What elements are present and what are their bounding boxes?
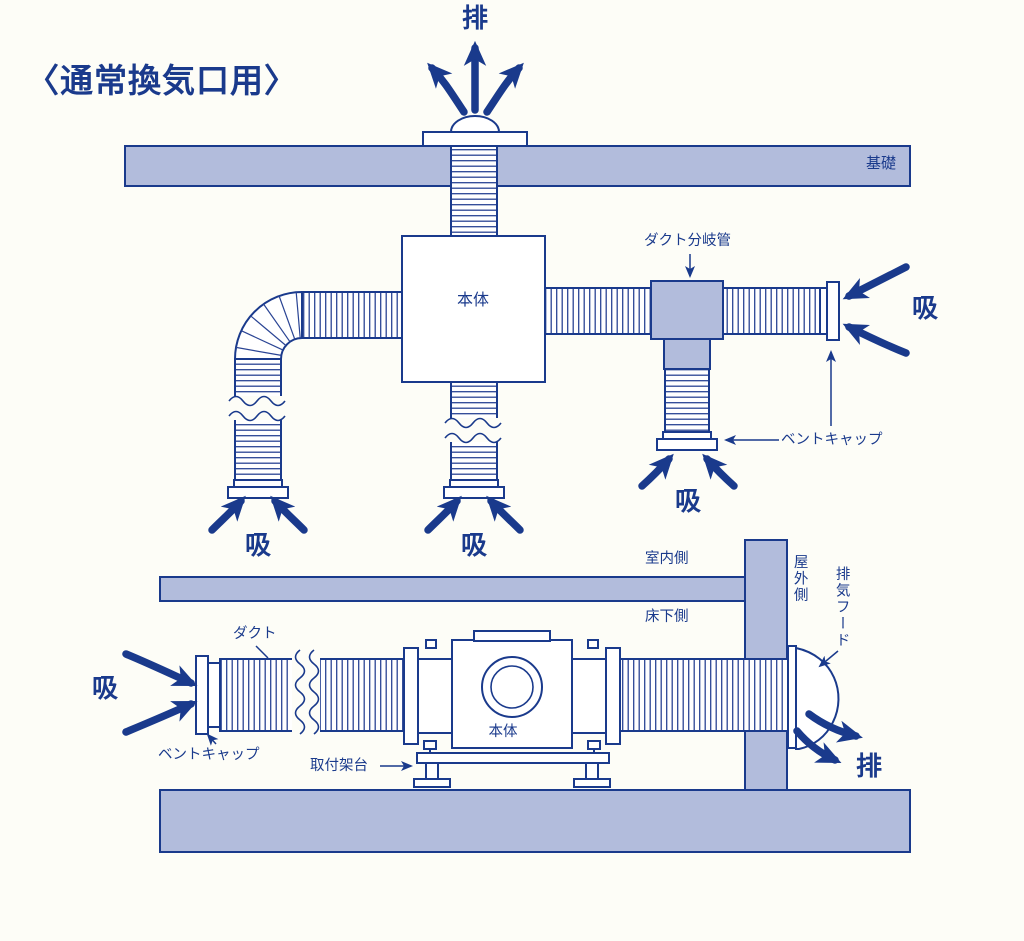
bottom-duct-right: [617, 658, 791, 732]
intake-arrows-branch: [638, 453, 738, 490]
indoor-side-label: 室内側: [645, 551, 689, 567]
exhaust-flow-arrows: [427, 40, 524, 116]
duct-branch-label: ダクト分岐管: [644, 233, 731, 249]
left-branch-duct: [227, 290, 404, 499]
intake-arrows-right: [842, 263, 910, 357]
mounting-stand: [413, 740, 611, 788]
vent-cap-right: [819, 281, 840, 341]
top-riser-duct: [450, 145, 498, 237]
page-title: 〈通常換気口用〉: [26, 62, 298, 99]
duct-branch-fitting: [650, 280, 724, 370]
vent-cap-label-bottom: ベントキャップ: [158, 747, 260, 763]
outdoor-side-label: 屋外側: [791, 554, 808, 604]
bottom-exhaust-arrows: [793, 710, 863, 764]
duct-label-leader: [255, 645, 269, 659]
vent-cap-label-top: ベントキャップ: [781, 432, 883, 448]
mounting-stand-label: 取付架台: [310, 758, 368, 774]
vent-cap-branch: [656, 431, 718, 451]
top-unit-label: 本体: [456, 292, 490, 309]
elbow-corrugation: [235, 292, 301, 356]
leader-lines-top: [685, 254, 836, 445]
bottom-unit-label: 本体: [488, 724, 518, 740]
intake-arrows-left: [208, 495, 308, 534]
floor-band: [159, 576, 746, 602]
break-symbol-center: [444, 417, 503, 444]
right-branch-duct: [544, 280, 840, 451]
duct-label: ダクト: [233, 626, 277, 642]
main-unit-box: [401, 235, 546, 383]
intake-left-label: 吸: [244, 530, 272, 560]
vent-cap-left: [227, 479, 289, 499]
center-branch-duct: [443, 381, 505, 499]
intake-arrows-center: [424, 495, 524, 534]
bottom-intake-arrows: [122, 650, 198, 736]
leader-lines-bottom: [206, 645, 839, 771]
ground-band: [159, 789, 911, 853]
underfloor-side-label: 床下側: [645, 609, 689, 625]
break-symbol-bottom: [292, 649, 320, 738]
bottom-exhaust-label: 排: [856, 751, 883, 781]
foundation-slab: [124, 145, 911, 187]
intake-branch-label: 吸: [674, 486, 702, 516]
bottom-main-unit: [403, 630, 621, 749]
vent-cap-center: [443, 479, 505, 499]
break-symbol-left: [228, 395, 287, 422]
top-exhaust-label: 排: [461, 3, 489, 33]
bottom-intake-label: 吸: [92, 673, 119, 703]
roof-cap-dome: [422, 115, 528, 147]
foundation-label: 基礎: [866, 155, 897, 172]
intake-right-label: 吸: [912, 293, 939, 323]
exhaust-hood-label: 排気フード: [833, 566, 850, 649]
intake-center-label: 吸: [460, 530, 488, 560]
bottom-duct-left: [219, 649, 409, 738]
vent-cap-bottom-leader: [206, 733, 219, 746]
hood-leader: [818, 650, 839, 668]
bottom-vent-cap: [195, 655, 221, 735]
